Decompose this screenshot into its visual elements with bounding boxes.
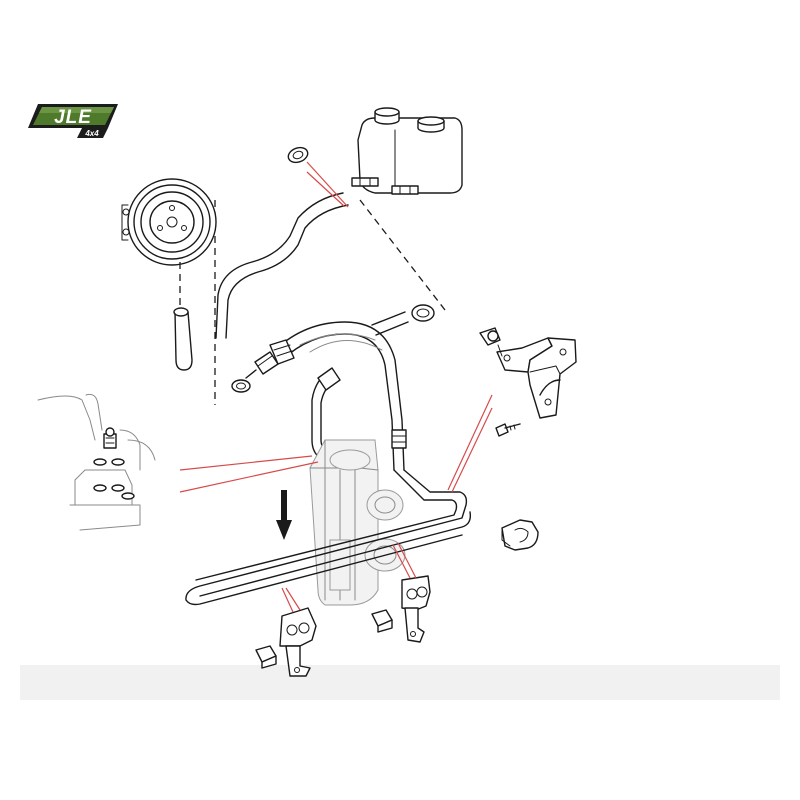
down-arrow (276, 490, 292, 540)
jle-logo: JLE 4x4 (28, 104, 118, 138)
feed-hose-inner (215, 192, 344, 339)
callout-leader-lines (179, 161, 493, 613)
pump-union-fitting (245, 351, 279, 379)
steering-box (309, 439, 406, 606)
clamp-nut-left (255, 645, 277, 669)
pump-stub-pipe (174, 311, 193, 371)
fluid-reservoir (351, 107, 463, 195)
hose-connection-detail (37, 393, 156, 531)
p-clip (501, 519, 539, 551)
pipe-clamp-left (279, 607, 317, 677)
pipe-clamp-right (401, 575, 431, 643)
feed-hose-outer (225, 204, 349, 339)
logo-brand-text: JLE (54, 107, 92, 128)
hose-clip-lower (411, 304, 435, 322)
cooler-return-pipe (185, 469, 472, 606)
floor-shadow (20, 665, 780, 700)
pipe-mounting-bracket (496, 337, 577, 419)
bracket-bolt (495, 423, 521, 437)
pipe-clip-top (479, 327, 503, 357)
pressure-hose (269, 311, 409, 471)
pump-pulley (121, 178, 217, 305)
clamp-nut-right (371, 609, 393, 633)
hose-clip-upper (287, 146, 309, 164)
logo-sub-text: 4x4 (84, 129, 99, 138)
o-ring (231, 379, 251, 393)
assembly-line-reservoir (359, 199, 446, 311)
